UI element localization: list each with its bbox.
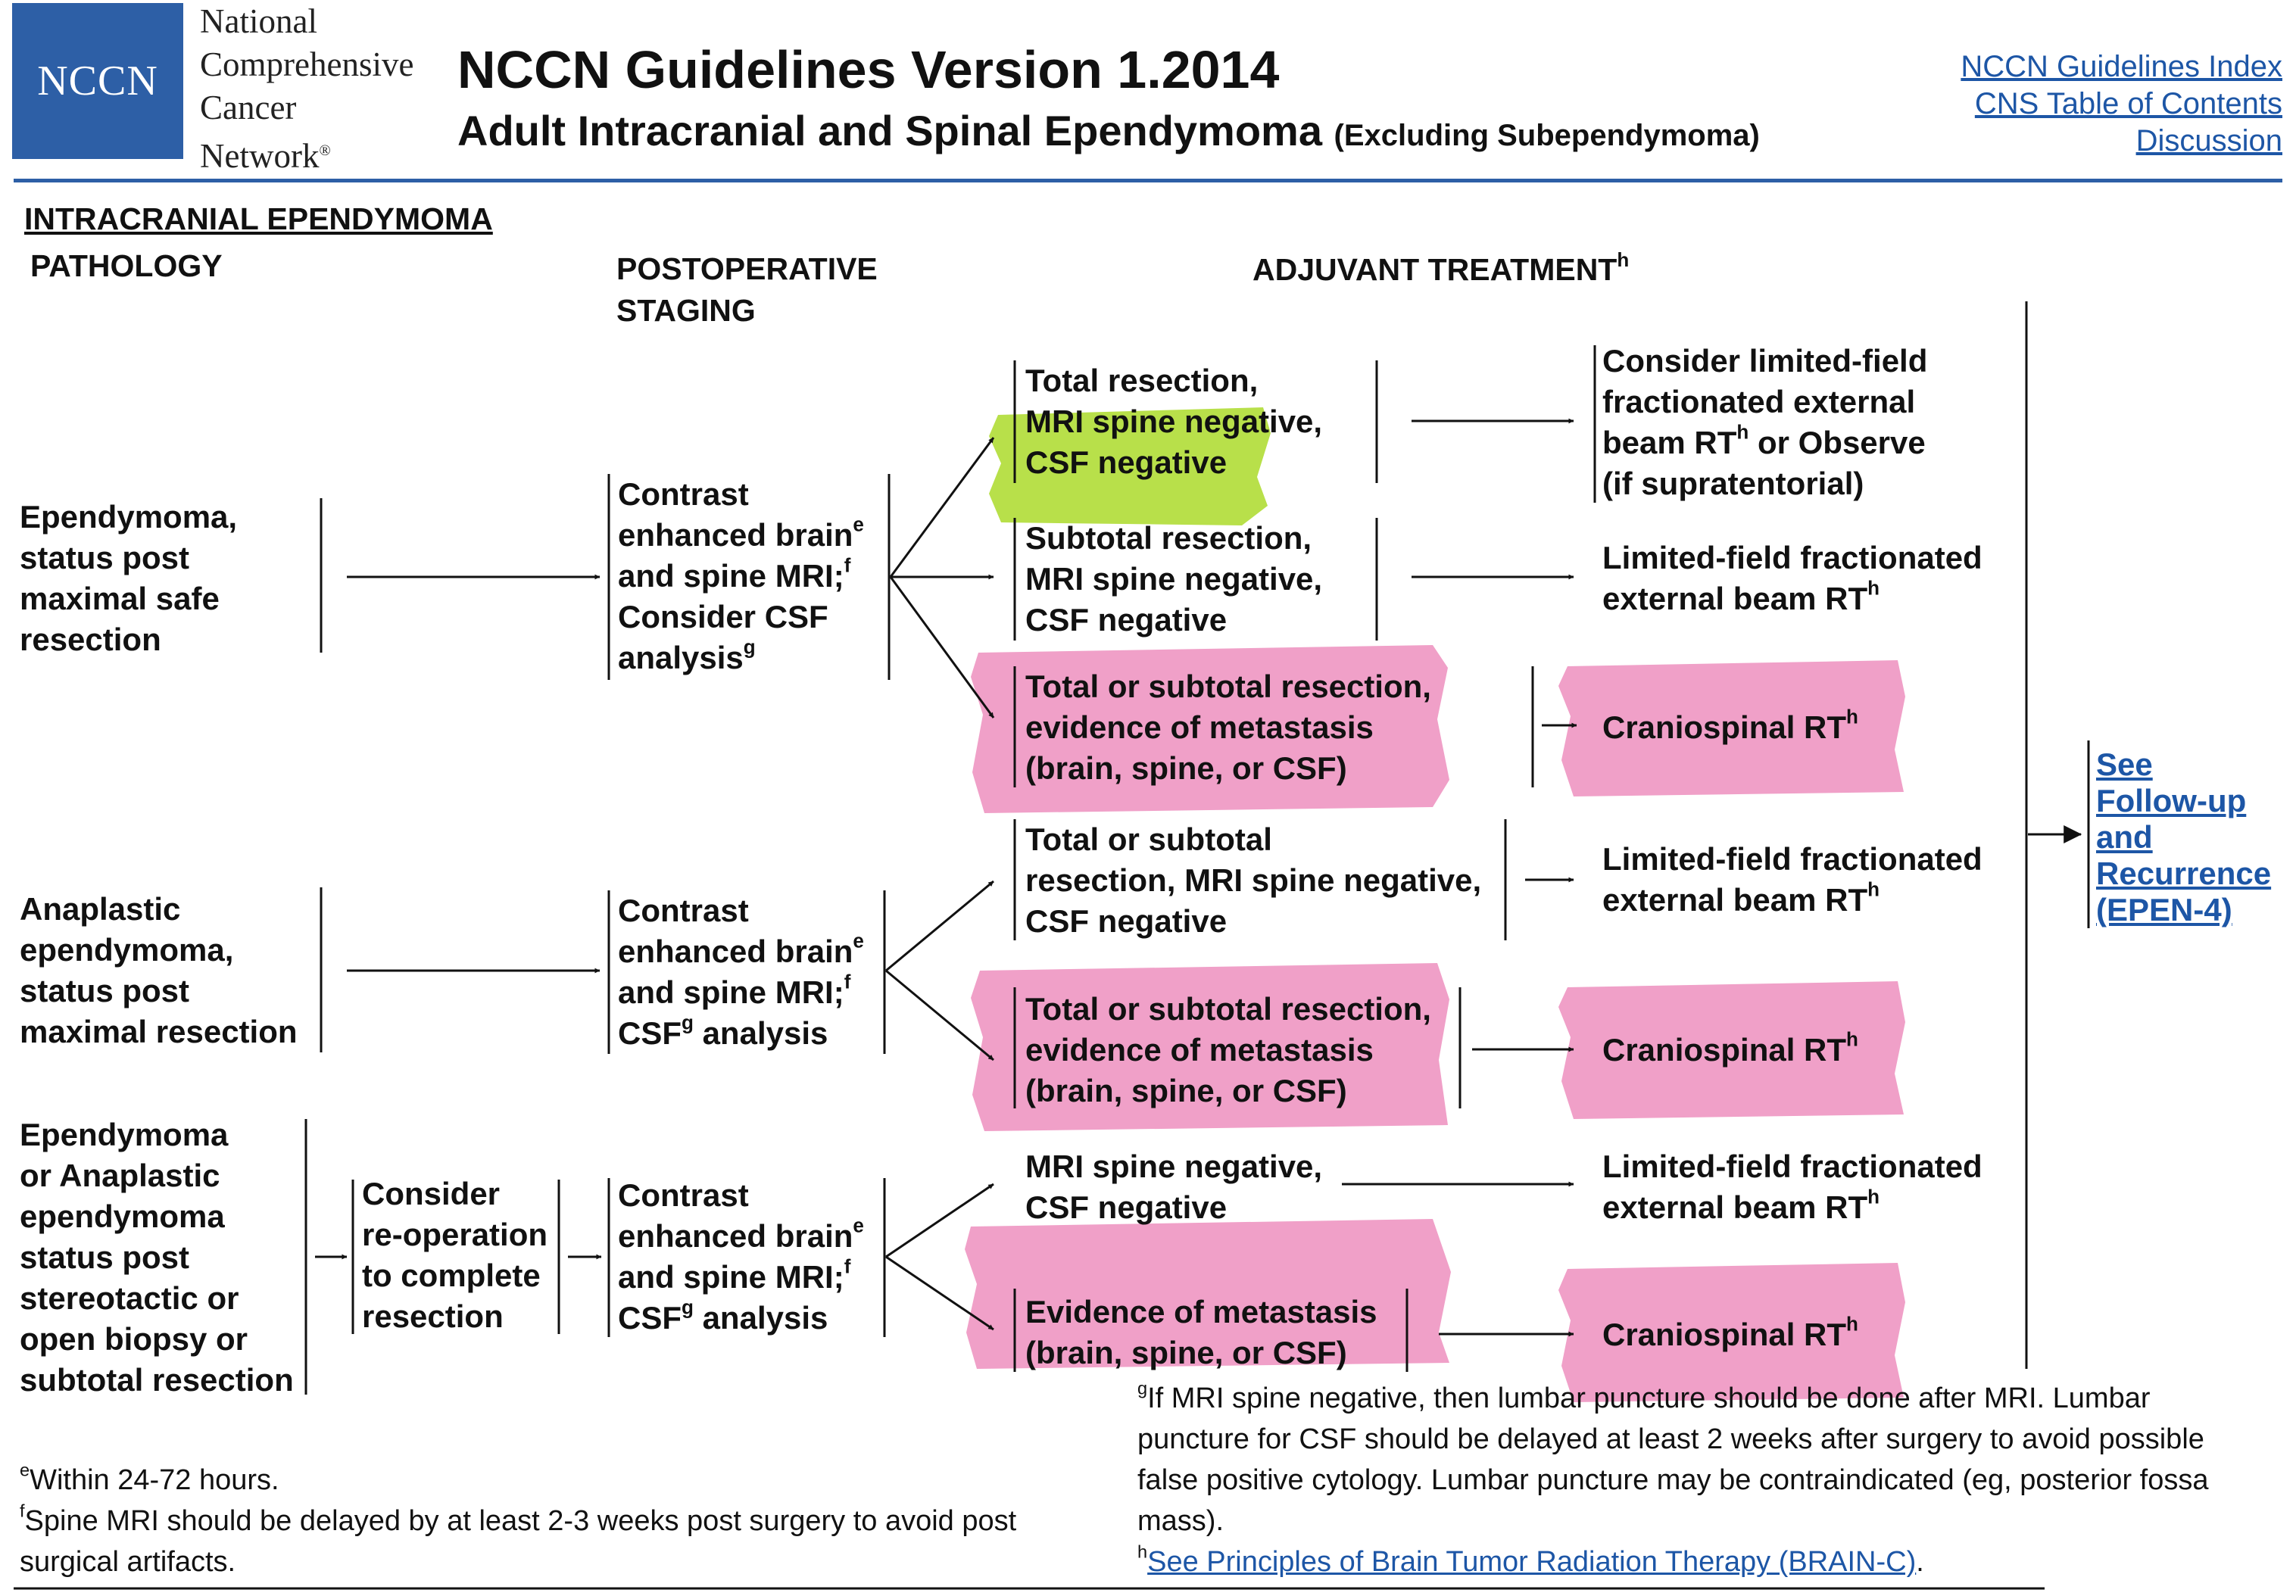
follow-up-link-line[interactable]: and [2096,819,2153,855]
treatment-limited-or-observe: Consider limited-field fractionated exte… [1602,343,1928,501]
treatment-limited-2: Limited-field fractionated external beam… [1602,841,1982,918]
discussion-link[interactable]: Discussion [2135,124,2282,157]
cns-toc-link[interactable]: CNS Table of Contents [1974,87,2282,120]
staging-3: Contrast enhanced braine and spine MRI;f… [618,1177,864,1336]
follow-up-link[interactable]: See Follow-up and Recurrence (EPEN-4) [2096,747,2271,928]
finding-metastasis-3: Evidence of metastasis(brain, spine, or … [1025,1294,1377,1370]
treatment-craniospinal-2: Craniospinal RTh [1602,1027,1858,1068]
logo-line: Comprehensive [200,45,414,83]
logo-line: Cancer [200,89,297,126]
follow-up-link-line[interactable]: See [2096,747,2153,782]
bracket-lines [304,301,2090,1395]
treatment-limited-1: Limited-field fractionated external beam… [1602,540,1982,616]
flow-arrows [315,418,1577,1337]
column-heading-pathology: PATHOLOGY [30,248,223,283]
footnote-h: hSee Principles of Brain Tumor Radiation… [1137,1541,1924,1578]
header-rule [14,179,2282,182]
finding-metastasis-1: Total or subtotal resection,evidence of … [1025,669,1431,786]
finding-metastasis-2: Total or subtotal resection,evidence of … [1025,991,1431,1108]
page-title: NCCN Guidelines Version 1.2014 [457,40,1280,99]
logo-abbreviation: NCCN [37,58,158,104]
section-title: INTRACRANIAL EPENDYMOMA [24,201,493,236]
column-heading-adjuvant: ADJUVANT TREATMENTh [1253,248,1630,287]
staging-2: Contrast enhanced braine and spine MRI;f… [618,893,864,1051]
pink-highlights [965,645,1905,1402]
treatment-craniospinal-3: Craniospinal RTh [1602,1312,1858,1352]
radiation-principles-link[interactable]: See Principles of Brain Tumor Radiation … [1147,1546,1917,1578]
logo-wordmark: National Comprehensive Cancer Network® [200,0,450,178]
follow-up-link-line[interactable]: (EPEN-4) [2096,892,2232,927]
follow-up-link-line[interactable]: Follow-up [2096,783,2247,818]
staging-1: Contrast enhanced braine and spine MRI;f… [618,476,864,675]
guidelines-index-link[interactable]: NCCN Guidelines Index [1961,50,2282,83]
follow-up-link-line[interactable]: Recurrence [2096,856,2272,891]
footnote-g: gIf MRI spine negative, then lumbar punc… [1137,1378,2208,1582]
finding-negative-3: MRI spine negative,CSF negative [1025,1149,1323,1225]
treatment-craniospinal-1: Craniospinal RTh [1602,705,1858,745]
green-highlight [989,407,1271,525]
treatment-limited-3: Limited-field fractionated external beam… [1602,1149,1982,1225]
logo-line: Network® [200,137,331,175]
footnote-f: fSpine MRI should be delayed by at least… [20,1501,1017,1578]
finding-subtotal-resection: Subtotal resection,MRI spine negative,CS… [1025,520,1323,637]
top-links: NCCN Guidelines Index CNS Table of Conte… [1961,48,2282,160]
logo-line: National [200,2,317,40]
finding-total-resection: Total resection,MRI spine negative,CSF n… [1025,363,1323,480]
subtitle-note: (Excluding Subependymoma) [1334,119,1760,152]
page-subtitle: Adult Intracranial and Spinal Ependymoma… [457,107,1760,154]
footnote-e: eWithin 24-72 hours. [20,1460,279,1496]
nccn-logo: NCCN [12,3,183,159]
